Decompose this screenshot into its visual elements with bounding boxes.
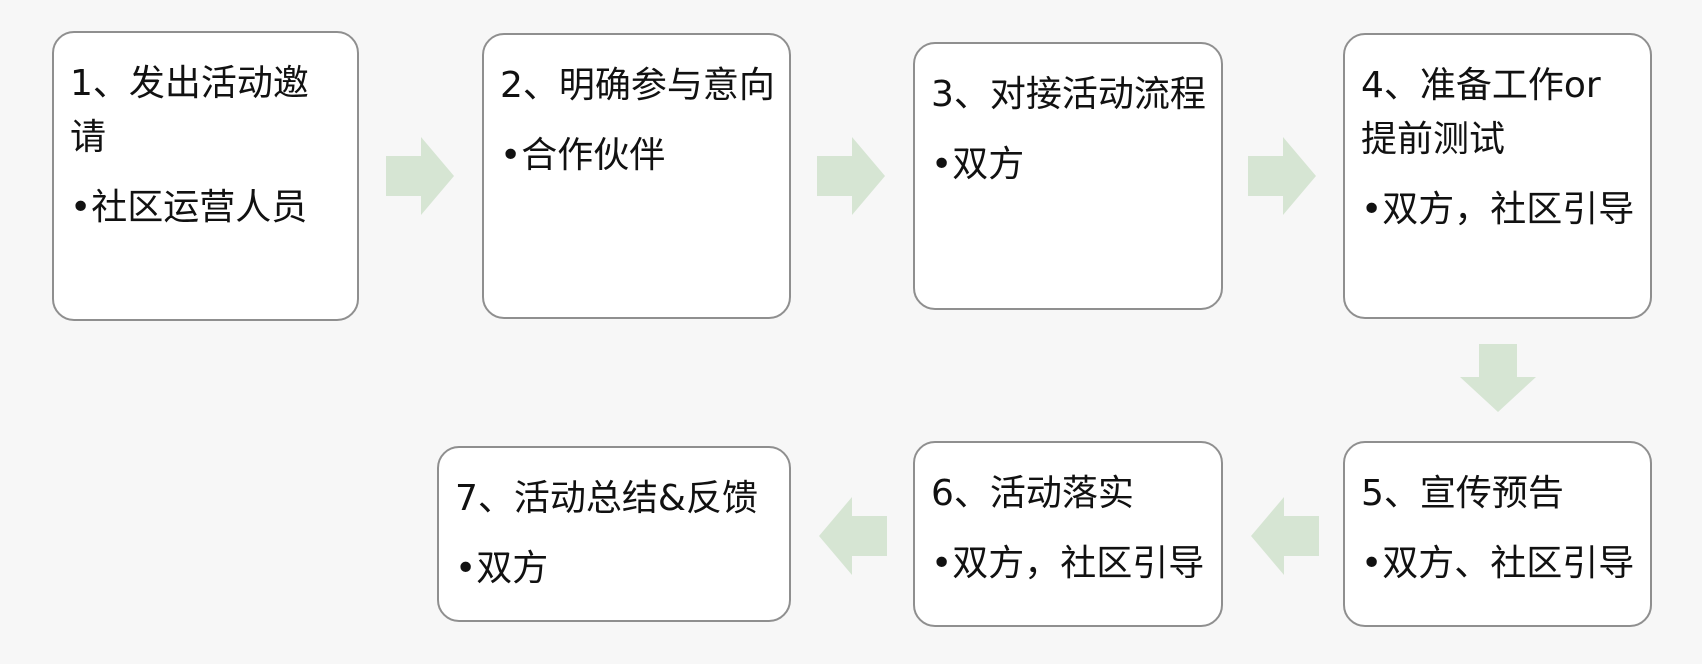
step-box-7: 7、活动总结&反馈 •双方: [437, 446, 791, 622]
step-7-title: 7、活动总结&反馈: [455, 478, 758, 519]
step-box-1: 1、发出活动邀请 •社区运营人员: [52, 31, 359, 321]
step-box-4: 4、准备工作or提前测试 •双方，社区引导: [1343, 33, 1652, 319]
step-4-bullet: •双方，社区引导: [1361, 189, 1635, 230]
step-3-title: 3、对接活动流程: [931, 74, 1206, 115]
arrow-left-2: [819, 497, 887, 575]
arrow-right-1: [386, 137, 454, 215]
step-box-3: 3、对接活动流程 •双方: [913, 42, 1223, 310]
arrow-right-2: [817, 137, 885, 215]
step-5-bullet: •双方、社区引导: [1361, 543, 1635, 584]
step-7-bullet: •双方: [455, 548, 549, 589]
step-box-2: 2、明确参与意向 •合作伙伴: [482, 33, 791, 319]
step-1-title: 1、发出活动邀请: [70, 63, 309, 158]
step-5-title: 5、宣传预告: [1361, 473, 1564, 514]
step-4-title: 4、准备工作or提前测试: [1361, 65, 1601, 160]
step-box-5: 5、宣传预告 •双方、社区引导: [1343, 441, 1652, 627]
step-2-bullet: •合作伙伴: [500, 135, 666, 176]
step-1-bullet: •社区运营人员: [70, 187, 308, 228]
step-6-bullet: •双方，社区引导: [931, 543, 1205, 584]
step-6-title: 6、活动落实: [931, 473, 1134, 514]
arrow-left-1: [1251, 497, 1319, 575]
step-2-title: 2、明确参与意向: [500, 65, 775, 106]
step-3-bullet: •双方: [931, 144, 1025, 185]
step-box-6: 6、活动落实 •双方，社区引导: [913, 441, 1223, 627]
arrow-right-3: [1248, 137, 1316, 215]
arrow-down: [1460, 344, 1536, 412]
